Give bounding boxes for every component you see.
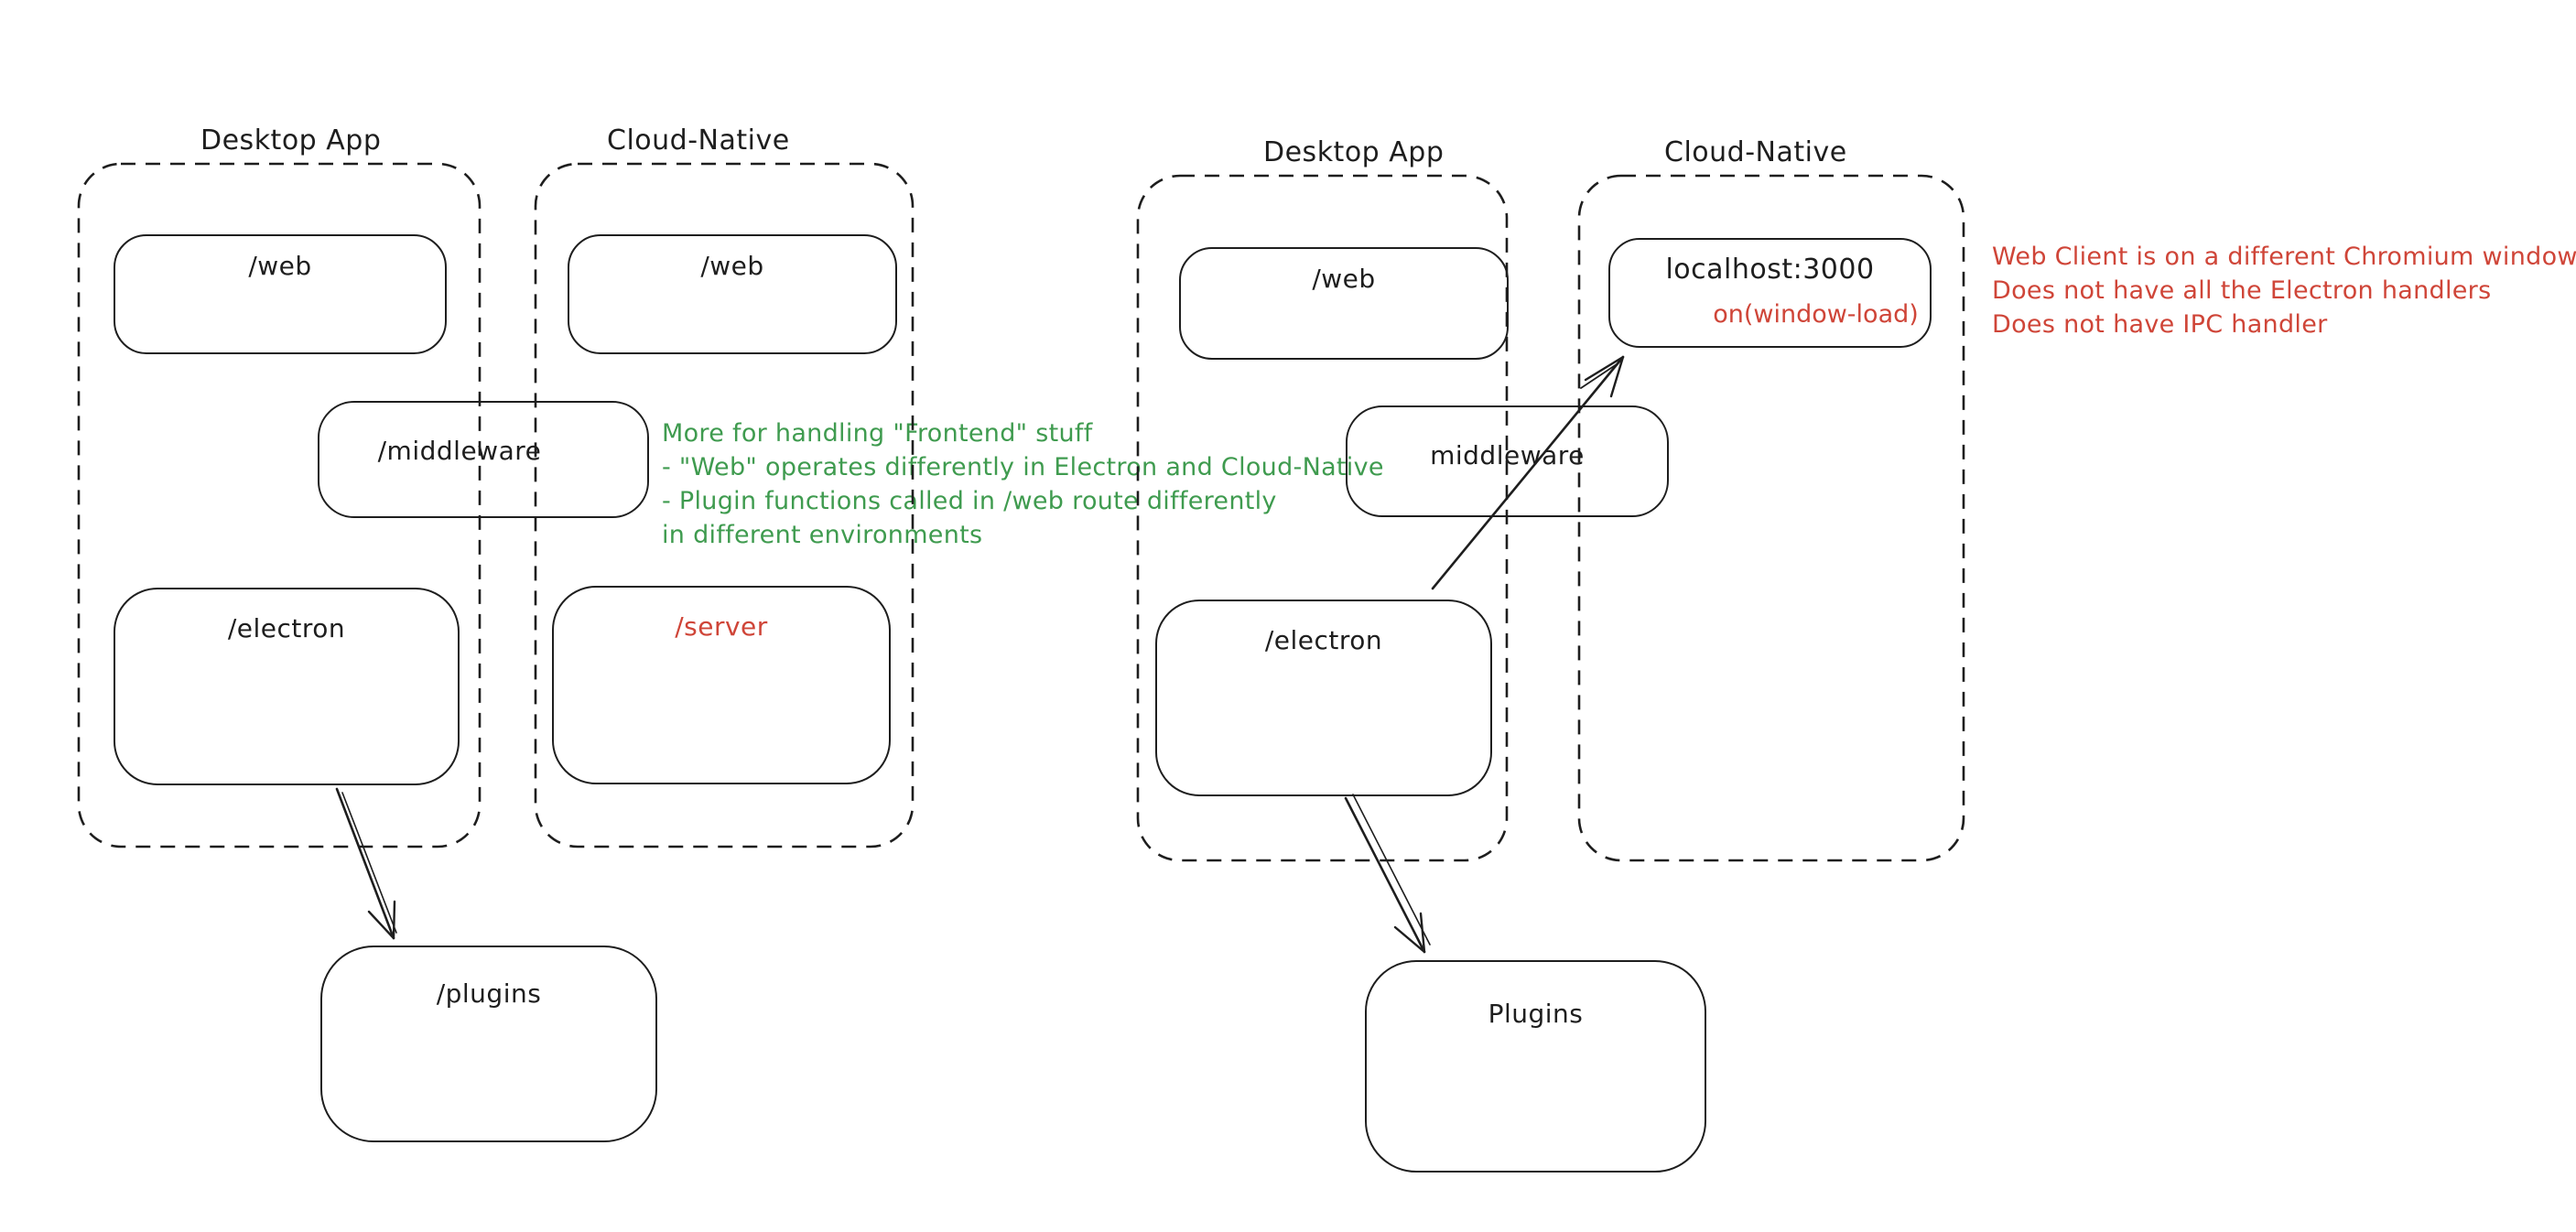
node-left-plugins-label: /plugins: [436, 978, 542, 1009]
node-left-server[interactable]: /server: [552, 586, 891, 784]
node-right-desktop-web-label: /web: [1312, 264, 1376, 294]
node-right-plugins-label: Plugins: [1488, 999, 1584, 1029]
node-left-electron-label: /electron: [227, 613, 346, 643]
node-left-plugins[interactable]: /plugins: [320, 946, 657, 1142]
red-note-line-3: Does not have IPC handler: [1992, 310, 2328, 339]
right-cloud-native-container[interactable]: [1577, 174, 1965, 862]
green-note-line-2: - "Web" operates differently in Electron…: [662, 453, 1384, 481]
node-right-localhost[interactable]: localhost:3000 on(window-load): [1608, 238, 1932, 348]
node-left-server-label: /server: [675, 611, 768, 642]
red-note-line-2: Does not have all the Electron handlers: [1992, 276, 2492, 305]
red-note-line-1: Web Client is on a different Chromium wi…: [1992, 243, 2576, 271]
green-frontend-note[interactable]: More for handling "Frontend" stuff - "We…: [662, 416, 1384, 552]
node-left-desktop-web-label: /web: [248, 251, 312, 281]
node-left-middleware[interactable]: /middleware: [318, 401, 649, 518]
right-desktop-app-container[interactable]: [1136, 174, 1509, 862]
left-cloud-native-container[interactable]: [534, 162, 915, 848]
node-left-desktop-web[interactable]: /web: [114, 234, 447, 354]
node-right-electron[interactable]: /electron: [1155, 600, 1492, 796]
green-note-line-3: - Plugin functions called in /web route …: [662, 487, 1277, 515]
left-desktop-app-label[interactable]: Desktop App: [200, 124, 382, 157]
node-left-electron[interactable]: /electron: [114, 588, 460, 785]
green-note-line-4: in different environments: [662, 521, 983, 549]
node-left-cloud-web-label: /web: [700, 251, 764, 281]
left-desktop-app-container[interactable]: [77, 162, 482, 848]
arrow-left-electron-to-plugins[interactable]: [335, 787, 397, 940]
arrow-right-electron-to-plugins[interactable]: [1344, 794, 1431, 954]
node-right-desktop-web[interactable]: /web: [1179, 247, 1509, 360]
right-desktop-app-label[interactable]: Desktop App: [1263, 136, 1445, 168]
red-webclient-note[interactable]: Web Client is on a different Chromium wi…: [1992, 240, 2576, 341]
node-right-plugins[interactable]: Plugins: [1365, 960, 1706, 1173]
green-note-line-1: More for handling "Frontend" stuff: [662, 419, 1093, 448]
node-right-localhost-label: localhost:3000: [1665, 254, 1875, 286]
arrow-right-electron-to-localhost[interactable]: [1431, 355, 1625, 590]
right-cloud-native-label[interactable]: Cloud-Native: [1664, 136, 1847, 168]
node-left-middleware-label: /middleware: [377, 436, 542, 466]
node-left-cloud-web[interactable]: /web: [568, 234, 897, 354]
node-right-electron-label: /electron: [1264, 625, 1383, 655]
left-cloud-native-label[interactable]: Cloud-Native: [607, 124, 790, 157]
node-right-localhost-event-label: on(window-load): [1713, 300, 1919, 329]
